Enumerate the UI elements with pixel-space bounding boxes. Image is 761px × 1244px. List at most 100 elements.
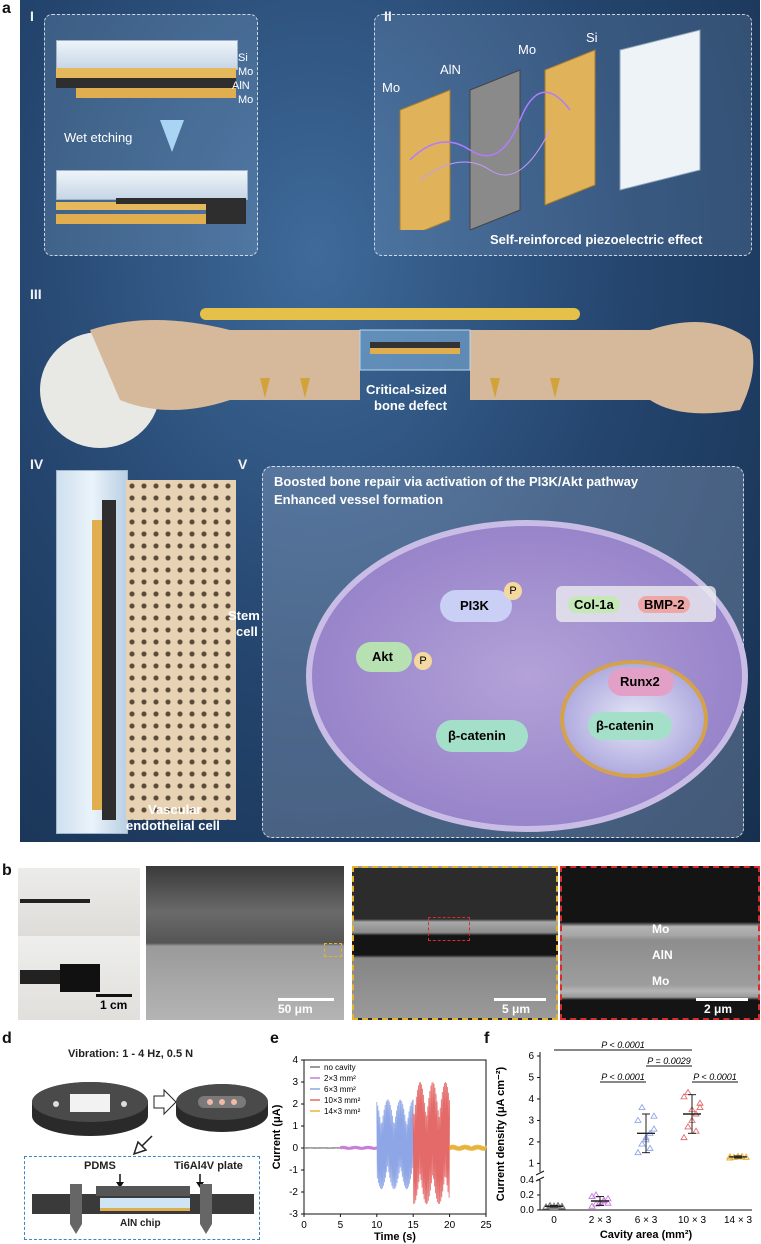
y-tick-label: -3 — [289, 1209, 298, 1220]
scale-bar-c1 — [278, 998, 334, 1001]
y-tick-label: 2 — [528, 1137, 534, 1148]
significance-label: P < 0.0001 — [601, 1072, 644, 1082]
y-tick-label: 1 — [528, 1158, 534, 1169]
panel-v-title1: Boosted bone repair via activation of th… — [274, 474, 639, 489]
data-point — [638, 1103, 646, 1111]
panel-label-e: e — [270, 1030, 279, 1047]
y-tick-label: 4 — [292, 1055, 298, 1066]
data-point — [650, 1125, 658, 1132]
bone-illustration — [40, 308, 754, 448]
data-point — [600, 1196, 608, 1203]
pi3k-label: PI3K — [460, 598, 489, 613]
data-point — [634, 1148, 642, 1156]
layer-label-mo-top: Mo — [238, 66, 254, 78]
y-tick-label: -2 — [289, 1187, 298, 1198]
defect-label-line2: bone defect — [374, 398, 447, 413]
plot-frame — [303, 1059, 487, 1215]
layer-stack-before — [56, 40, 246, 110]
p-badge-2: P — [414, 652, 432, 670]
data-point — [634, 1116, 642, 1123]
fixture-illustration — [32, 1082, 268, 1136]
data-point — [646, 1144, 654, 1151]
sem-image-3 — [560, 866, 760, 1020]
significance-label: P < 0.0001 — [601, 1040, 644, 1050]
piezo-plates-illustration — [399, 29, 701, 230]
defect-label-line1: Critical-sized — [366, 382, 447, 397]
plate-label: Ti6Al4V plate — [174, 1160, 243, 1172]
scale-label-c2: 5 μm — [502, 1002, 531, 1016]
sem-image-1 — [146, 866, 344, 1020]
pi3k-node — [440, 590, 512, 622]
down-arrow-icon — [160, 120, 184, 152]
y-tick-label: 3 — [292, 1077, 298, 1088]
sem-image-2 — [352, 866, 558, 1020]
runx2-node — [608, 668, 674, 696]
y-tick-label: 2 — [292, 1099, 298, 1110]
roman-ii: II — [384, 8, 392, 24]
scale-label-c3: 2 μm — [704, 1002, 733, 1016]
sem-zoom-box-2 — [428, 917, 470, 941]
bmp2-label: BMP-2 — [638, 596, 691, 613]
stem-cell-label-line1: Stem — [228, 608, 260, 623]
x-tick-label: 20 — [444, 1220, 456, 1231]
axis-break-mark — [535, 1170, 545, 1176]
scale-bar-c2 — [494, 998, 546, 1001]
panel-label-f: f — [484, 1030, 490, 1047]
data-point — [726, 1152, 734, 1160]
data-point — [680, 1092, 688, 1100]
vibration-label: Vibration: 1 - 4 Hz, 0.5 N — [68, 1048, 194, 1060]
y-tick-label: -1 — [289, 1165, 298, 1176]
y-tick-label: 0 — [292, 1143, 298, 1154]
x-tick-label: 14 × 3 — [724, 1215, 753, 1226]
significance-label: P < 0.0001 — [693, 1072, 736, 1082]
scale-label-b: 1 cm — [100, 998, 128, 1012]
layer-stack-after — [56, 170, 248, 240]
roman-i: I — [30, 8, 34, 24]
implant-aln-layer — [102, 500, 116, 820]
y-tick-label: 5 — [528, 1072, 534, 1083]
bcatenin-nuclear-label: β-catenin — [596, 718, 654, 733]
p-badge-1: P — [504, 582, 522, 600]
y-tick-label: 0.4 — [520, 1175, 534, 1186]
layer-label-mo-bottom: Mo — [238, 94, 254, 106]
runx2-label: Runx2 — [620, 674, 660, 689]
series-line — [340, 1145, 378, 1150]
sem-layer-aln: AlN — [652, 948, 673, 962]
panel-label-b: b — [2, 862, 12, 879]
bcatenin-nuclear-node — [588, 712, 672, 740]
stem-cell-label-line2: cell — [236, 624, 258, 639]
col1a-label: Col-1a — [568, 596, 620, 613]
data-point — [692, 1127, 700, 1134]
series-line — [412, 1081, 450, 1205]
bcatenin-node — [436, 720, 528, 752]
data-point — [604, 1199, 612, 1206]
vascular-label-line2: endothelial cell — [126, 818, 220, 833]
x-tick-label: 6 × 3 — [635, 1215, 658, 1226]
y-tick-label: 0.0 — [520, 1205, 534, 1216]
roman-v: V — [238, 456, 248, 472]
cross-section-illustration — [32, 1174, 254, 1234]
x-tick-label: 25 — [480, 1220, 492, 1231]
x-axis-label: Time (s) — [374, 1231, 416, 1243]
data-point — [684, 1088, 692, 1095]
cross-section-box — [24, 1156, 260, 1240]
y-axis-label: Current density (μA cm⁻²) — [495, 1066, 507, 1201]
chip-label: AlN chip — [120, 1218, 161, 1229]
data-point — [680, 1133, 688, 1141]
y-axis-label: Current (μA) — [271, 1104, 283, 1169]
data-point — [638, 1140, 646, 1147]
panel-v-title2: Enhanced vessel formation — [274, 492, 444, 507]
x-axis-label: Cavity area (mm²) — [600, 1229, 693, 1241]
wet-etching-label: Wet etching — [64, 130, 133, 145]
sem-layer-mo-bottom: Mo — [652, 974, 670, 988]
panel-label-d: d — [2, 1030, 12, 1047]
x-tick-label: 10 — [371, 1220, 383, 1231]
plate-label-mo-1: Mo — [382, 80, 401, 95]
x-tick-label: 15 — [408, 1220, 420, 1231]
plate-label-aln: AlN — [440, 62, 461, 77]
series-line — [449, 1144, 487, 1151]
data-point — [696, 1103, 704, 1111]
sem-layer-mo-top: Mo — [652, 922, 670, 936]
significance-label: P = 0.0029 — [647, 1056, 690, 1066]
akt-node — [356, 642, 412, 672]
